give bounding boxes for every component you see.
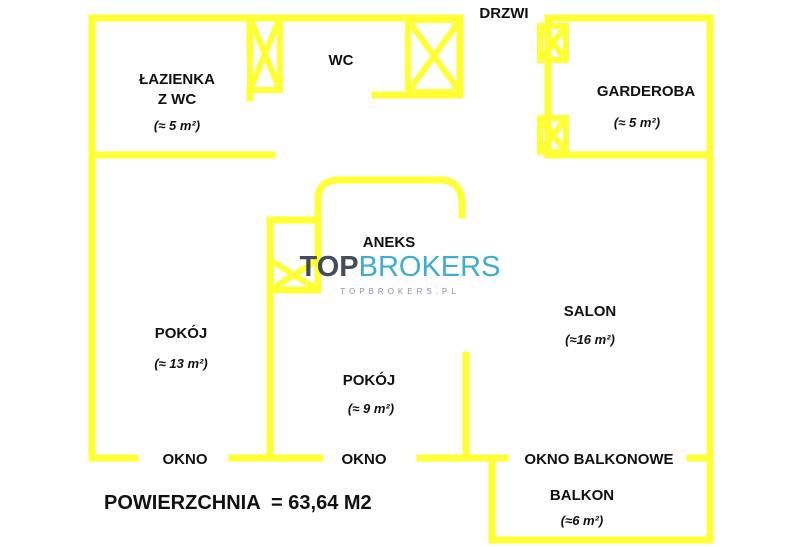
door-wardrobe-upper xyxy=(537,23,569,63)
room-middle-label: POKÓJ xyxy=(343,371,396,389)
brand-part1: TOP xyxy=(300,251,359,283)
window-middle-label: OKNO xyxy=(342,451,387,468)
brand-url: TOPBROKERS.PL xyxy=(340,287,459,296)
wardrobe-label: GARDEROBA xyxy=(597,83,696,100)
wall-kitchenette xyxy=(314,176,466,254)
door-bathroom xyxy=(247,15,283,93)
door-wardrobe-lower xyxy=(537,115,569,155)
window-left-label: OKNO xyxy=(163,451,208,468)
wc-label: WC xyxy=(329,52,354,69)
doors xyxy=(247,15,569,293)
room-middle-area: (≈ 9 m²) xyxy=(348,401,394,416)
room-left-area: (≈ 13 m²) xyxy=(154,356,207,371)
room-labels: DRZWI ŁAZIENKA Z WC (≈ 5 m²) WC GARDEROB… xyxy=(104,5,695,528)
brand-part2: BROKERS xyxy=(359,251,501,283)
living-room-label: SALON xyxy=(564,303,617,320)
door-label: DRZWI xyxy=(479,5,528,22)
wardrobe-area: (≈ 5 m²) xyxy=(614,115,660,130)
window-balcony-label: OKNO BALKONOWE xyxy=(524,451,673,468)
bathroom-label-2: Z WC xyxy=(158,91,196,108)
balcony-area: (≈6 m²) xyxy=(561,513,604,528)
room-left-label: POKÓJ xyxy=(155,324,208,342)
total-area-label: POWIERZCHNIA = 63,64 M2 xyxy=(104,492,372,514)
balcony-label: BALKON xyxy=(550,487,614,504)
kitchenette-label: ANEKS xyxy=(363,234,416,251)
door-wc xyxy=(405,17,463,95)
brand-logo: TOPBROKERS xyxy=(300,251,501,283)
door-closet xyxy=(268,257,320,293)
watermark: TOPBROKERS TOPBROKERS.PL xyxy=(300,251,501,296)
bathroom-label: ŁAZIENKA xyxy=(139,71,215,88)
bathroom-area: (≈ 5 m²) xyxy=(154,118,200,133)
living-room-area: (≈16 m²) xyxy=(565,332,615,347)
